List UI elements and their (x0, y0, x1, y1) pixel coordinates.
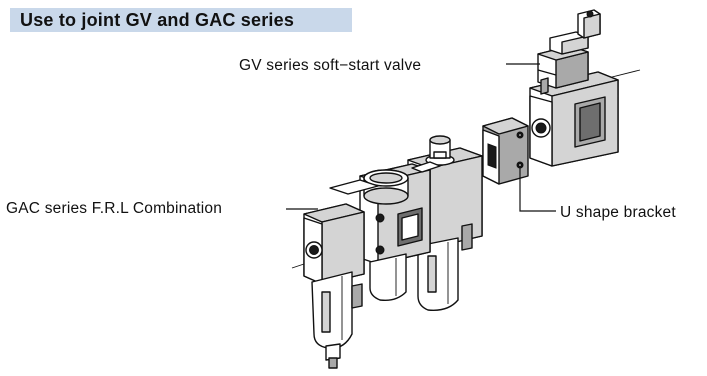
u-bracket-label: U shape bracket (560, 204, 676, 221)
title-band (10, 8, 352, 32)
gv-soft-start-valve (529, 9, 641, 167)
gv-series-label: GV series soft−start valve (239, 57, 422, 74)
leader-lines (286, 63, 556, 212)
gac-series-label: GAC series F.R.L Combination (6, 200, 223, 217)
page-title: Use to joint GV and GAC series (20, 10, 295, 30)
gac-frl-combination (291, 135, 483, 369)
